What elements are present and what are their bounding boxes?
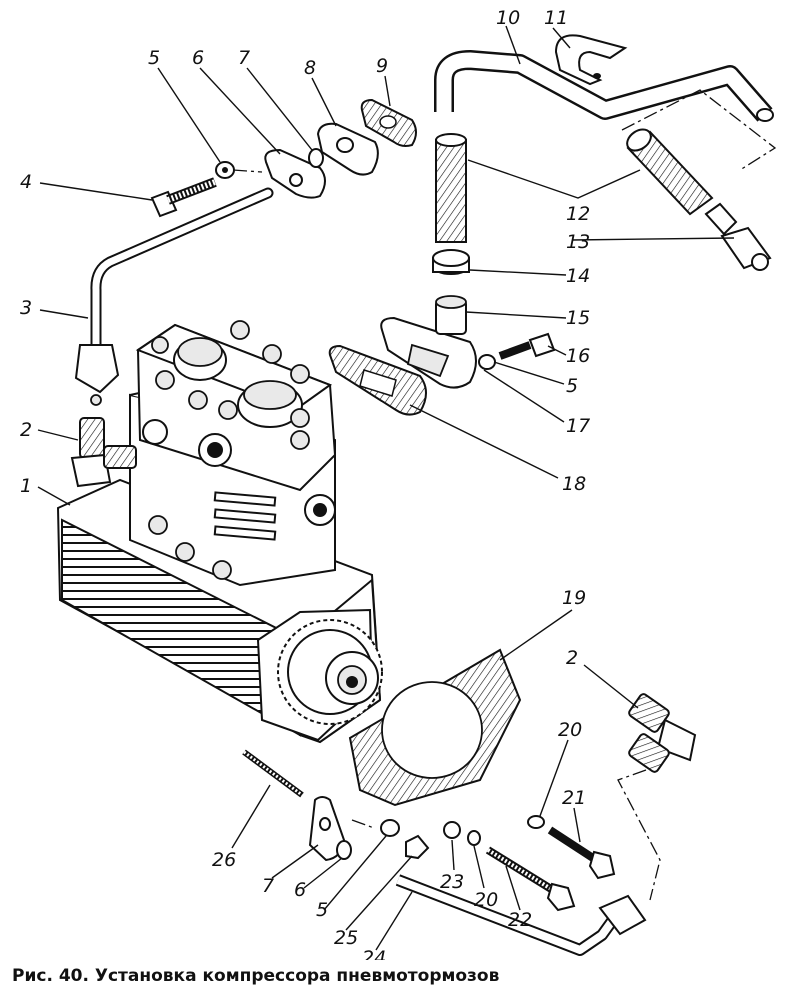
callout-20: 20 xyxy=(558,719,582,741)
cylinder-head xyxy=(135,320,337,492)
flange-6-top xyxy=(264,148,326,199)
callout-24: 24 xyxy=(362,947,386,960)
callout-16: 16 xyxy=(566,345,590,367)
elbow-fitting-right xyxy=(628,693,697,773)
washer-23 xyxy=(443,821,461,839)
callout-22: 22 xyxy=(508,909,532,931)
callout-5: 5 xyxy=(566,375,578,397)
washer-17 xyxy=(478,354,496,370)
clamp-11 xyxy=(554,34,628,86)
callout-1: 1 xyxy=(20,475,32,497)
callout-15: 15 xyxy=(566,307,590,329)
callout-23: 23 xyxy=(440,871,464,893)
callout-3: 3 xyxy=(20,297,32,319)
callout-4: 4 xyxy=(20,171,32,193)
callout-14: 14 xyxy=(566,265,590,287)
callout-7: 7 xyxy=(238,47,250,69)
callout-19: 19 xyxy=(562,587,586,609)
elbow-fitting-left xyxy=(70,417,137,488)
gasket-ring-7-top xyxy=(308,148,324,168)
callout-12: 12 xyxy=(566,203,590,225)
exploded-assembly-diagram: 1 2 2 3 4 5 5 5 6 6 7 7 8 9 10 11 12 13 … xyxy=(20,7,777,960)
gasket-19 xyxy=(348,648,522,807)
callout-7: 7 xyxy=(262,875,274,897)
callout-6: 6 xyxy=(192,47,204,69)
callout-5: 5 xyxy=(316,899,328,921)
stud-26 xyxy=(242,749,304,798)
callout-21: 21 xyxy=(562,787,586,809)
hose-12-right xyxy=(626,128,714,216)
clamp-14 xyxy=(432,249,470,275)
gasket-9 xyxy=(360,98,417,147)
callout-17: 17 xyxy=(566,415,590,437)
flange-8 xyxy=(316,122,379,176)
tube-10 xyxy=(434,50,774,122)
tube-24 xyxy=(395,874,647,956)
callout-8: 8 xyxy=(304,57,316,79)
callout-2: 2 xyxy=(566,647,578,669)
callout-18: 18 xyxy=(562,473,586,495)
callout-6: 6 xyxy=(294,879,306,901)
callout-20: 20 xyxy=(474,889,498,911)
bolt-22 xyxy=(485,846,576,912)
bolt-21 xyxy=(547,826,616,880)
spring-washer-20a xyxy=(467,830,481,846)
air-tube-3 xyxy=(74,187,274,406)
callout-25: 25 xyxy=(334,927,358,949)
nut-25 xyxy=(405,834,430,860)
callout-13: 13 xyxy=(566,231,590,253)
bolt-4 xyxy=(150,177,217,218)
gasket-ring-6-bottom xyxy=(336,840,352,860)
hose-12-left xyxy=(435,133,467,243)
gasket-18 xyxy=(328,344,427,416)
flange-15 xyxy=(380,295,477,389)
callout-26: 26 xyxy=(212,849,236,871)
callout-labels: 1 2 2 3 4 5 5 5 6 6 7 7 8 9 10 11 12 13 … xyxy=(20,7,590,960)
bolt-16 xyxy=(498,332,556,360)
callout-11: 11 xyxy=(544,7,568,29)
drive-gear xyxy=(277,619,383,725)
callout-9: 9 xyxy=(376,55,388,77)
spring-washer-20b xyxy=(527,815,545,829)
callout-5: 5 xyxy=(148,47,160,69)
callout-2: 2 xyxy=(20,419,32,441)
fitting-13 xyxy=(704,202,772,271)
figure-caption: Рис. 40. Установка компрессора пневмотор… xyxy=(12,966,500,986)
washer-5-bottom xyxy=(380,819,400,837)
leader-lines xyxy=(37,25,735,951)
callout-10: 10 xyxy=(496,7,520,29)
